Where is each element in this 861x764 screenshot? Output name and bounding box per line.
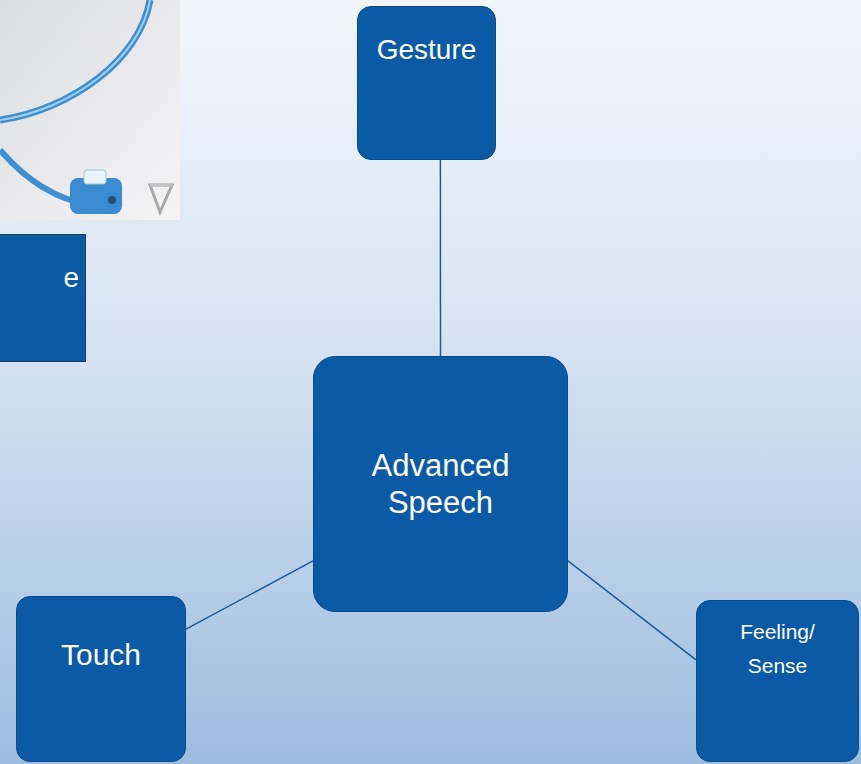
watermark-logo-bar <box>150 184 172 187</box>
node-label: e <box>63 261 79 295</box>
connector-line <box>440 160 442 356</box>
category-box: Gesture <box>357 6 496 160</box>
connector-line <box>186 561 313 629</box>
central-box: Advanced Speech <box>313 356 568 612</box>
watermark-logo <box>150 185 172 212</box>
glasses-port <box>108 196 116 204</box>
node-label: Feeling/ Sense <box>728 615 828 682</box>
glasses-band <box>0 0 150 120</box>
glasses-band-highlight <box>0 0 150 120</box>
category-box: Touch <box>16 596 186 762</box>
category-box: Feeling/ Sense <box>696 600 859 762</box>
node-label: Gesture <box>377 33 477 67</box>
connector-line <box>568 561 696 660</box>
glasses-prism <box>84 170 106 184</box>
node-label: Advanced Speech <box>353 447 528 521</box>
node-label: Touch <box>61 637 141 673</box>
label-box: e <box>0 234 86 362</box>
photo-frame <box>0 0 180 220</box>
